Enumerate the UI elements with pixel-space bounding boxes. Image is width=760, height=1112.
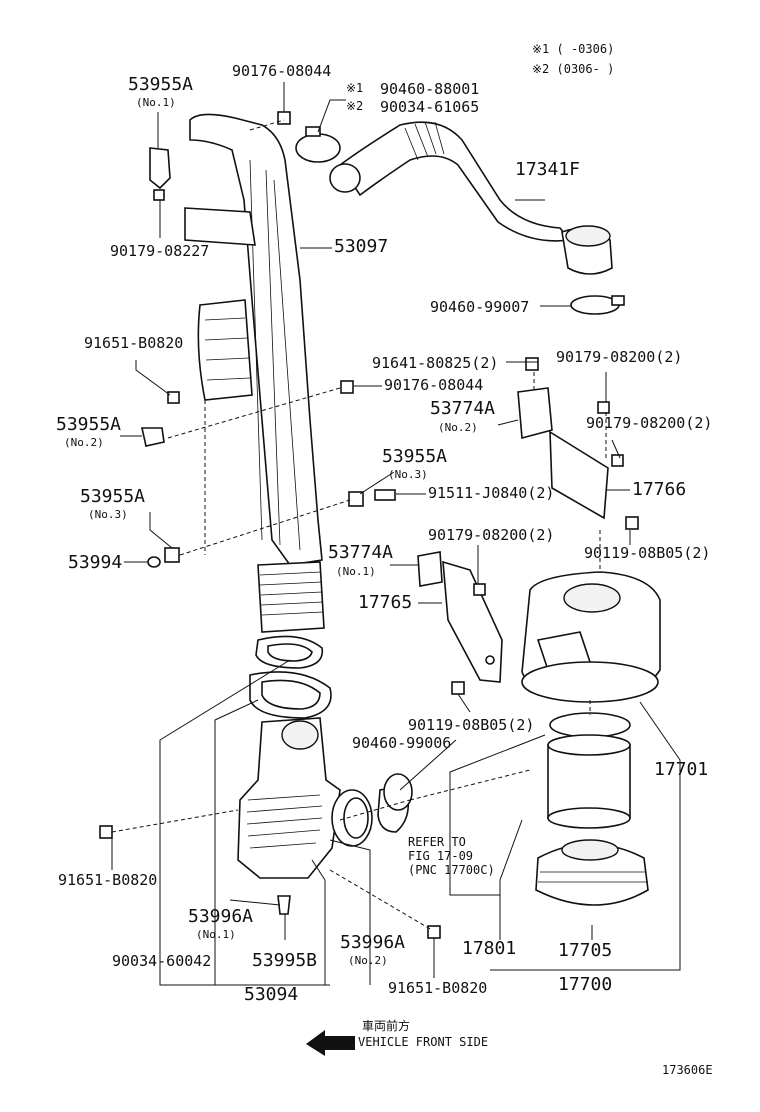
label-refer-3: (PNC 17700C) xyxy=(408,863,495,877)
clamp-90460-99007 xyxy=(570,295,625,315)
bracket-53774A-no2 xyxy=(517,387,553,440)
label-53097: 53097 xyxy=(334,236,388,257)
legend-line-1: ※1 ( -0306) xyxy=(532,42,614,56)
label-91651-bot: 91651-B0820 xyxy=(388,979,487,997)
label-mark1: ※1 xyxy=(346,81,363,95)
bolt-91641 xyxy=(525,357,539,371)
clamp-90460-99006 xyxy=(383,773,413,811)
label-90179-08200-a: 90179-08200(2) xyxy=(556,348,682,366)
legend: ※1 ( -0306) ※2 (0306- ) xyxy=(532,42,614,76)
label-90460-99006: 90460-99006 xyxy=(352,734,451,752)
label-refer-1: REFER TO xyxy=(408,835,466,849)
resonator-53094 xyxy=(237,717,341,879)
label-53774A-no2: 53774A xyxy=(430,398,495,419)
label-17766: 17766 xyxy=(632,479,686,500)
label-17700: 17700 xyxy=(558,974,612,995)
label-53996A-no1: 53996A xyxy=(188,906,253,927)
nut-90179-c xyxy=(473,583,486,596)
label-53955A-no3a-sub: (No.3) xyxy=(388,468,428,481)
bracket-53774A-no1 xyxy=(417,551,443,587)
label-mark2: ※2 xyxy=(346,99,363,113)
label-91511: 91511-J0840(2) xyxy=(428,484,554,502)
bracket-17766 xyxy=(549,430,609,520)
nut-90179-b xyxy=(611,454,624,467)
label-53094: 53094 xyxy=(244,984,298,1005)
label-90176-top: 90176-08044 xyxy=(232,62,331,80)
gasket-upper xyxy=(255,635,324,669)
label-53774A-no1-sub: (No.1) xyxy=(336,565,376,578)
label-17765: 17765 xyxy=(358,592,412,613)
label-53774A-no2-sub: (No.2) xyxy=(438,421,478,434)
label-90460-99007: 90460-99007 xyxy=(430,298,529,316)
air-duct-53097 xyxy=(184,113,325,633)
label-53955A-no3a: 53955A xyxy=(382,446,447,467)
label-91641: 91641-80825(2) xyxy=(372,354,498,372)
bolt-91511 xyxy=(374,489,396,501)
label-front-en: VEHICLE FRONT SIDE xyxy=(358,1035,488,1049)
air-hose-17341F xyxy=(329,121,613,275)
label-90176-mid: 90176-08044 xyxy=(384,376,483,394)
front-arrow-icon xyxy=(306,1030,355,1056)
bolt-91651-top xyxy=(167,391,180,404)
label-front-jp: 車両前方 xyxy=(362,1018,410,1033)
label-90179-08200-c: 90179-08200(2) xyxy=(428,526,554,544)
label-53955A-no2: 53955A xyxy=(56,414,121,435)
part-labels: 53955A (No.1) 90176-08044 ※1 90460-88001… xyxy=(56,62,713,1077)
label-refer-2: FIG 17-09 xyxy=(408,849,473,863)
label-90034-61065: 90034-61065 xyxy=(380,98,479,116)
label-90179-08227: 90179-08227 xyxy=(110,242,209,260)
label-53995B: 53995B xyxy=(252,950,317,971)
label-53996A-no1-sub: (No.1) xyxy=(196,928,236,941)
label-90179-08200-b: 90179-08200(2) xyxy=(586,414,712,432)
label-53774A-no1: 53774A xyxy=(328,542,393,563)
gasket-lower xyxy=(249,671,332,719)
air-cleaner-ring xyxy=(549,712,631,738)
leader-lines xyxy=(111,82,681,986)
dashed-lines xyxy=(111,119,607,931)
label-90460-88001: 90460-88001 xyxy=(380,80,479,98)
label-53955A-no3b-sub: (No.3) xyxy=(88,508,128,521)
bracket-17765 xyxy=(442,560,503,683)
label-53955A-no3b: 53955A xyxy=(80,486,145,507)
label-53996A-no2: 53996A xyxy=(340,932,405,953)
label-17341F: 17341F xyxy=(515,159,580,180)
bolt-91651-mid xyxy=(99,825,113,839)
label-53955A-no2-sub: (No.2) xyxy=(64,436,104,449)
bolt-90176-top xyxy=(277,111,291,125)
clamp-90460-88001 xyxy=(295,126,341,163)
nut-90179-a xyxy=(597,401,610,414)
label-17801: 17801 xyxy=(462,938,516,959)
label-90119-b: 90119-08B05(2) xyxy=(408,716,534,734)
label-53994: 53994 xyxy=(68,552,122,573)
bolt-90119-b xyxy=(451,681,465,695)
clip-90034-60042 xyxy=(277,895,291,915)
bolt-91651-bot xyxy=(427,925,441,939)
label-53955A-top: 53955A xyxy=(128,74,193,95)
label-91651-mid: 91651-B0820 xyxy=(58,871,157,889)
label-53955A-top-sub: (No.1) xyxy=(136,96,176,109)
nut-53955A-no3a xyxy=(348,491,364,507)
figure-id: 173606E xyxy=(662,1063,713,1077)
label-17701: 17701 xyxy=(654,759,708,780)
air-cleaner-cap-17701 xyxy=(521,571,661,703)
legend-line-2: ※2 (0306- ) xyxy=(532,62,614,76)
nut-90179-08227 xyxy=(153,189,165,201)
label-90034-60042: 90034-60042 xyxy=(112,952,211,970)
bracket-53955A-no2 xyxy=(141,427,165,447)
label-53996A-no2-sub: (No.2) xyxy=(348,954,388,967)
bolt-90119-a xyxy=(625,516,639,530)
filter-element-17801 xyxy=(547,734,631,829)
label-91651-top: 91651-B0820 xyxy=(84,334,183,352)
bolt-90176-mid xyxy=(340,380,354,394)
label-17705: 17705 xyxy=(558,940,612,961)
air-cleaner-case-17705 xyxy=(535,839,649,906)
nut-53955A-no3b xyxy=(164,547,180,563)
label-90119-a: 90119-08B05(2) xyxy=(584,544,710,562)
grommet-53994 xyxy=(147,556,161,568)
